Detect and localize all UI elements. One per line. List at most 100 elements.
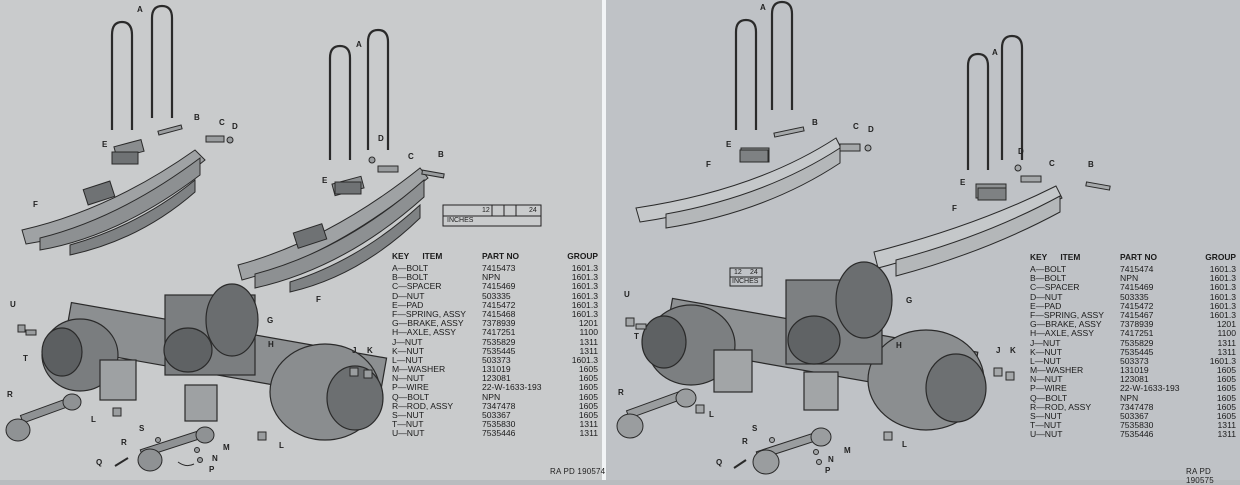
callout-q: Q — [96, 458, 103, 467]
callout-d: D — [232, 122, 238, 131]
parts-list-header: KEY ITEM PART NO GROUP — [1030, 252, 1236, 265]
right-exploded-view-illustration — [616, 0, 1111, 475]
part-group: 1601.3 — [571, 290, 598, 301]
callout-d-2: D — [1018, 147, 1024, 156]
part-item: H—AXLE, ASSY — [392, 327, 457, 338]
part-item: E—PAD — [1030, 300, 1062, 311]
part-item: A—BOLT — [392, 263, 429, 273]
part-group: 1605 — [1216, 401, 1236, 412]
part-group: 1201 — [1216, 319, 1236, 330]
callout-f: F — [706, 160, 711, 169]
callout-e-2: E — [322, 176, 328, 185]
part-item: D—NUT — [1030, 291, 1063, 302]
parts-row: E—PAD 7415472 1601.3 — [392, 299, 598, 310]
callout-c-2: C — [408, 152, 414, 161]
part-group: 1605 — [1216, 383, 1236, 394]
u-bolt — [770, 0, 794, 110]
part-number: 7535829 — [482, 336, 516, 347]
part-item: L—NUT — [1030, 355, 1062, 366]
part-number: 7415469 — [482, 281, 516, 292]
part-group: 1100 — [579, 327, 598, 338]
part-number: 7415474 — [1120, 264, 1154, 274]
callout-s: S — [752, 424, 758, 433]
drawing-number: RA PD 190575 — [1186, 467, 1214, 485]
callout-f-2: F — [316, 295, 321, 304]
part-number: 7415472 — [482, 299, 516, 310]
part-group: 1311 — [1217, 429, 1236, 440]
part-number: 7417251 — [482, 327, 516, 338]
parts-row: P—WIRE 22-W-1633-193 1605 — [1030, 384, 1236, 393]
scale-unit: INCHES — [447, 217, 474, 224]
parts-row: R—ROD, ASSY 7347478 1605 — [1030, 401, 1236, 412]
part-item: U—NUT — [1030, 429, 1063, 440]
u-bolt — [150, 4, 174, 118]
callout-e: E — [102, 140, 108, 149]
part-group: 1311 — [1217, 337, 1236, 348]
part-item: G—BRAKE, ASSY — [1030, 319, 1102, 330]
small-hardware — [17, 124, 445, 467]
part-item: P—WIRE — [1030, 383, 1067, 394]
part-number: 7535830 — [482, 419, 516, 430]
part-number: 7378939 — [1120, 319, 1154, 330]
part-number: 7347478 — [1120, 401, 1154, 412]
part-number: 7535830 — [1120, 420, 1154, 431]
part-item: F—SPRING, ASSY — [392, 308, 467, 319]
part-item: E—PAD — [392, 299, 424, 310]
part-group: 1605 — [1216, 374, 1236, 385]
part-number: 123081 — [482, 373, 511, 384]
part-group: 1605 — [578, 391, 598, 402]
part-number: NPN — [482, 391, 501, 402]
callout-r-2: R — [742, 437, 748, 446]
scale-tick-24: 24 — [750, 269, 758, 276]
callout-b: B — [194, 113, 200, 122]
callout-g: G — [906, 296, 913, 305]
callout-e: E — [726, 140, 732, 149]
header-item: ITEM — [422, 251, 443, 261]
part-group: 1601.3 — [571, 263, 598, 273]
callout-p: P — [209, 465, 215, 474]
callout-r-2: R — [121, 438, 127, 447]
part-group: 1601.3 — [571, 354, 598, 365]
part-number: 7535829 — [1120, 337, 1154, 348]
header-key: KEY — [392, 251, 410, 261]
scale-tick-24: 24 — [529, 207, 537, 214]
callout-a: A — [137, 5, 143, 14]
u-bolt — [328, 44, 352, 160]
part-number: 7415467 — [1120, 309, 1154, 320]
callout-d-2: D — [378, 134, 384, 143]
part-group: 1605 — [1216, 392, 1236, 403]
callout-k: K — [367, 346, 373, 355]
callout-r: R — [7, 390, 13, 399]
part-group: 1601.3 — [571, 272, 598, 283]
scale-bar — [729, 267, 763, 287]
part-item: J—NUT — [392, 336, 423, 347]
part-group: 1100 — [1217, 328, 1236, 339]
part-group: 1601.3 — [571, 299, 598, 310]
axle-assembly — [41, 283, 388, 441]
part-group: 1605 — [578, 382, 598, 393]
part-number: 131019 — [1120, 365, 1149, 376]
u-bolt — [1000, 34, 1024, 160]
callout-b-2: B — [1088, 160, 1094, 169]
part-number: 503367 — [482, 410, 511, 420]
callout-r: R — [618, 388, 624, 397]
part-item: R—ROD, ASSY — [1030, 401, 1092, 412]
part-number: 22-W-1633-193 — [1120, 383, 1180, 394]
drawing-number: RA PD 190574 — [550, 467, 606, 476]
callout-n: N — [212, 454, 218, 463]
